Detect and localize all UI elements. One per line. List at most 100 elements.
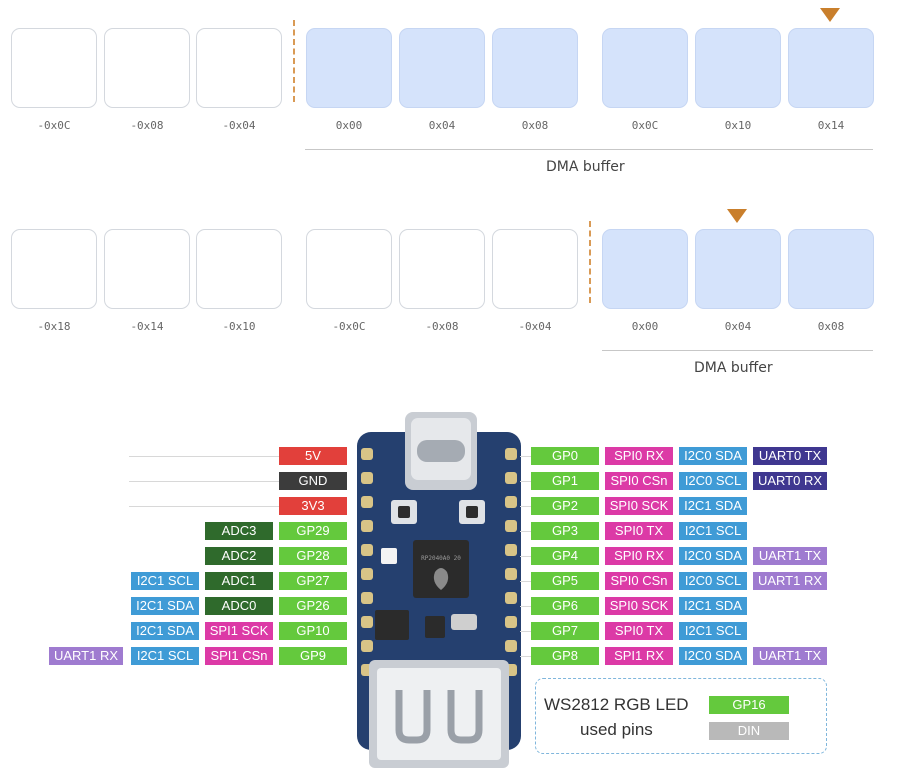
right-leader-7 (520, 631, 531, 632)
right-pin-5-1: SPI0 CSn (605, 572, 673, 590)
top-cell-2 (196, 28, 282, 108)
right-pin-2-1: SPI0 SCK (605, 497, 673, 515)
left-pin-7-2: GP10 (279, 622, 347, 640)
bottom-addr-5: -0x04 (518, 320, 552, 333)
top-addr-8: 0x14 (817, 119, 845, 132)
right-pin-5-0: GP5 (531, 572, 599, 590)
usb-c-connector (405, 412, 477, 490)
right-pin-5-3: UART1 RX (753, 572, 827, 590)
flash-chip (375, 610, 409, 640)
bottom-addr-3: -0x0C (332, 320, 366, 333)
crystal (451, 614, 477, 630)
top-cell-3 (306, 28, 392, 108)
top-cell-6 (602, 28, 688, 108)
ws2812-legend (535, 678, 827, 754)
board-illustration: RP2040A0 20 (357, 412, 521, 768)
right-pin-8-3: UART1 TX (753, 647, 827, 665)
top-addr-0: -0x0C (37, 119, 71, 132)
left-pin-6-1: ADC0 (205, 597, 273, 615)
left-pin-8-3: GP9 (279, 647, 347, 665)
right-pin-6-1: SPI0 SCK (605, 597, 673, 615)
left-pin-3-0: ADC3 (205, 522, 273, 540)
legend-title-line2: used pins (580, 720, 653, 739)
legend-din-badge: DIN (709, 722, 789, 740)
bottom-cell-1 (104, 229, 190, 309)
left-pin-4-1: GP28 (279, 547, 347, 565)
right-pin-3-2: I2C1 SCL (679, 522, 747, 540)
right-pin-3-0: GP3 (531, 522, 599, 540)
left-pin-6-0: I2C1 SDA (131, 597, 199, 615)
left-pin-5-0: I2C1 SCL (131, 572, 199, 590)
right-pin-6-2: I2C1 SDA (679, 597, 747, 615)
bottom-cell-8 (788, 229, 874, 309)
board-pads (361, 448, 517, 676)
right-pin-3-1: SPI0 TX (605, 522, 673, 540)
right-leader-6 (520, 606, 531, 607)
boot-button (391, 500, 417, 524)
bottom-addr-2: -0x10 (222, 320, 256, 333)
right-pin-1-2: I2C0 SCL (679, 472, 747, 490)
raspberry-logo-icon (433, 568, 449, 590)
right-pin-1-0: GP1 (531, 472, 599, 490)
bottom-addr-7: 0x04 (724, 320, 752, 333)
right-pin-2-0: GP2 (531, 497, 599, 515)
bottom-cell-7 (695, 229, 781, 309)
top-dma-label: DMA buffer (546, 159, 625, 175)
right-pin-4-1: SPI0 RX (605, 547, 673, 565)
bottom-addr-1: -0x14 (130, 320, 164, 333)
right-pin-4-2: I2C0 SDA (679, 547, 747, 565)
left-pin-7-1: SPI1 SCK (205, 622, 273, 640)
left-pin-7-0: I2C1 SDA (131, 622, 199, 640)
top-cell-8 (788, 28, 874, 108)
top-cell-4 (399, 28, 485, 108)
top-addr-6: 0x0C (631, 119, 659, 132)
rgb-led (381, 548, 397, 564)
right-pin-5-2: I2C0 SCL (679, 572, 747, 590)
top-addr-7: 0x10 (724, 119, 752, 132)
right-leader-0 (520, 456, 531, 457)
bottom-addr-8: 0x08 (817, 320, 845, 333)
bottom-cell-6 (602, 229, 688, 309)
left-pin-1-0: GND (279, 472, 347, 490)
right-pin-0-1: SPI0 RX (605, 447, 673, 465)
right-leader-4 (520, 556, 531, 557)
left-pin-4-0: ADC2 (205, 547, 273, 565)
bottom-cell-2 (196, 229, 282, 309)
left-pin-8-0: UART1 RX (49, 647, 123, 665)
bottom-write-pointer-icon (727, 209, 747, 223)
top-cell-0 (11, 28, 97, 108)
left-pin-8-2: SPI1 CSn (205, 647, 273, 665)
right-pin-8-2: I2C0 SDA (679, 647, 747, 665)
top-write-pointer-icon (820, 8, 840, 22)
usb-a-connector (369, 660, 509, 768)
left-pin-6-2: GP26 (279, 597, 347, 615)
regulator (425, 616, 445, 638)
top-addr-5: 0x08 (521, 119, 549, 132)
top-dma-bracket (305, 149, 873, 150)
top-cell-7 (695, 28, 781, 108)
reset-button (459, 500, 485, 524)
right-pin-1-3: UART0 RX (753, 472, 827, 490)
left-pin-5-1: ADC1 (205, 572, 273, 590)
legend-title-line1: WS2812 RGB LED (544, 695, 689, 714)
right-pin-0-2: I2C0 SDA (679, 447, 747, 465)
right-pin-6-0: GP6 (531, 597, 599, 615)
left-leader-2 (129, 506, 279, 507)
legend-gp16-badge: GP16 (709, 696, 789, 714)
left-leader-1 (129, 481, 279, 482)
bottom-addr-6: 0x00 (631, 320, 659, 333)
bottom-addr-0: -0x18 (37, 320, 71, 333)
top-buffer-start-marker (293, 20, 295, 102)
chip-marking: RP2040A0 20 (421, 555, 461, 562)
right-leader-2 (520, 506, 531, 507)
bottom-cell-0 (11, 229, 97, 309)
top-addr-4: 0x04 (428, 119, 456, 132)
left-pin-8-1: I2C1 SCL (131, 647, 199, 665)
right-pin-7-2: I2C1 SCL (679, 622, 747, 640)
right-pin-4-3: UART1 TX (753, 547, 827, 565)
bottom-cell-4 (399, 229, 485, 309)
right-leader-8 (520, 656, 531, 657)
top-addr-3: 0x00 (335, 119, 363, 132)
right-pin-8-1: SPI1 RX (605, 647, 673, 665)
top-addr-1: -0x08 (130, 119, 164, 132)
